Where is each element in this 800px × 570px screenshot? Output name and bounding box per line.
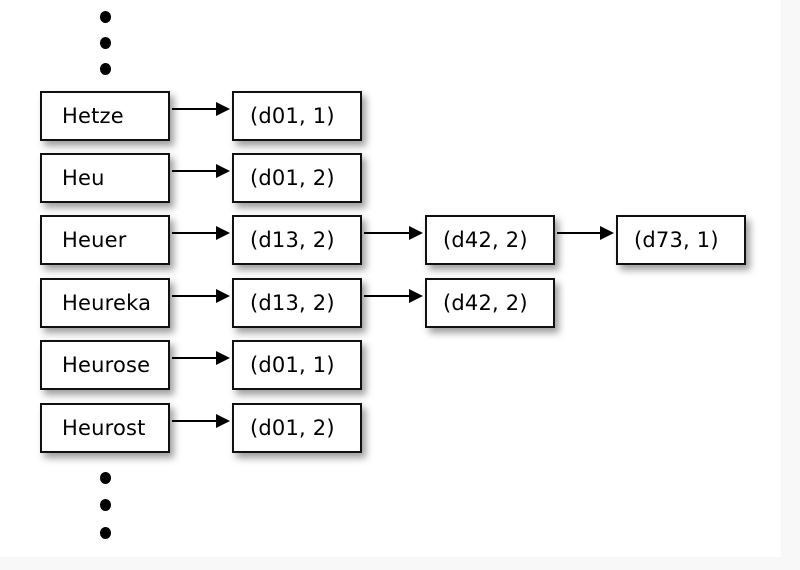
posting-box-col3-label: (d73, 1)	[634, 227, 719, 252]
posting-box-col1-2[interactable]: (d01, 2)	[232, 153, 362, 203]
arrow-term-4-icon	[172, 289, 230, 303]
posting-box-col1-5[interactable]: (d01, 1)	[232, 340, 362, 390]
term-box-label: Hetze	[62, 103, 124, 128]
posting-box-col1-3[interactable]: (d13, 2)	[232, 215, 362, 265]
arrow-term-6-icon	[172, 414, 230, 428]
ellipsis-dot	[99, 527, 111, 539]
arrow-head	[409, 226, 423, 240]
term-box-2[interactable]: Heu	[40, 153, 170, 203]
posting-box-col1-label: (d01, 1)	[250, 103, 335, 128]
arrow-shaft	[172, 170, 217, 173]
posting-box-col1-label: (d01, 2)	[250, 165, 335, 190]
posting-box-col1-label: (d13, 2)	[250, 290, 335, 315]
posting-box-col1-1[interactable]: (d01, 1)	[232, 91, 362, 141]
arrow-term-1-icon	[172, 102, 230, 116]
arrow-shaft	[364, 295, 410, 298]
posting-box-col1-4[interactable]: (d13, 2)	[232, 278, 362, 328]
page-edge-strip-right	[781, 0, 800, 570]
posting-box-col2-3[interactable]: (d42, 2)	[425, 215, 555, 265]
arrow-head	[216, 289, 230, 303]
posting-box-col1-6[interactable]: (d01, 2)	[232, 403, 362, 453]
term-box-label: Heu	[62, 165, 105, 190]
posting-box-col2-label: (d42, 2)	[443, 227, 528, 252]
arrow-shaft	[172, 420, 217, 423]
posting-box-col3-3[interactable]: (d73, 1)	[616, 215, 746, 265]
arrow-shaft	[172, 357, 217, 360]
arrow-head	[216, 414, 230, 428]
page-edge-strip-bottom	[0, 557, 800, 570]
arrow-head	[409, 289, 423, 303]
arrow-term-2-icon	[172, 164, 230, 178]
term-box-label: Heurose	[62, 352, 151, 377]
term-box-label: Heurost	[62, 415, 146, 440]
arrow-head	[216, 351, 230, 365]
term-box-label: Heuer	[62, 227, 127, 252]
arrow-head	[216, 164, 230, 178]
arrow-chain-1-icon	[364, 226, 423, 240]
ellipsis-dot	[99, 37, 111, 49]
posting-box-col2-label: (d42, 2)	[443, 290, 528, 315]
term-box-1[interactable]: Hetze	[40, 91, 170, 141]
arrow-shaft	[557, 232, 601, 235]
term-box-4[interactable]: Heureka	[40, 278, 170, 328]
ellipsis-dot	[99, 499, 111, 511]
ellipsis-dot	[99, 63, 111, 75]
arrow-head	[600, 226, 614, 240]
arrow-head	[216, 226, 230, 240]
posting-box-col1-label: (d01, 2)	[250, 415, 335, 440]
arrow-shaft	[172, 232, 217, 235]
arrow-shaft	[364, 232, 410, 235]
posting-box-col1-label: (d13, 2)	[250, 227, 335, 252]
arrow-chain-3-icon	[557, 226, 614, 240]
arrow-shaft	[172, 108, 217, 111]
arrow-chain-2-icon	[364, 289, 423, 303]
ellipsis-dot	[99, 472, 111, 484]
posting-box-col1-label: (d01, 1)	[250, 352, 335, 377]
term-box-5[interactable]: Heurose	[40, 340, 170, 390]
posting-box-col2-4[interactable]: (d42, 2)	[425, 278, 555, 328]
term-box-3[interactable]: Heuer	[40, 215, 170, 265]
arrow-term-3-icon	[172, 226, 230, 240]
arrow-head	[216, 102, 230, 116]
term-box-6[interactable]: Heurost	[40, 403, 170, 453]
arrow-shaft	[172, 295, 217, 298]
term-box-label: Heureka	[62, 290, 152, 315]
arrow-term-5-icon	[172, 351, 230, 365]
ellipsis-dot	[99, 11, 111, 23]
